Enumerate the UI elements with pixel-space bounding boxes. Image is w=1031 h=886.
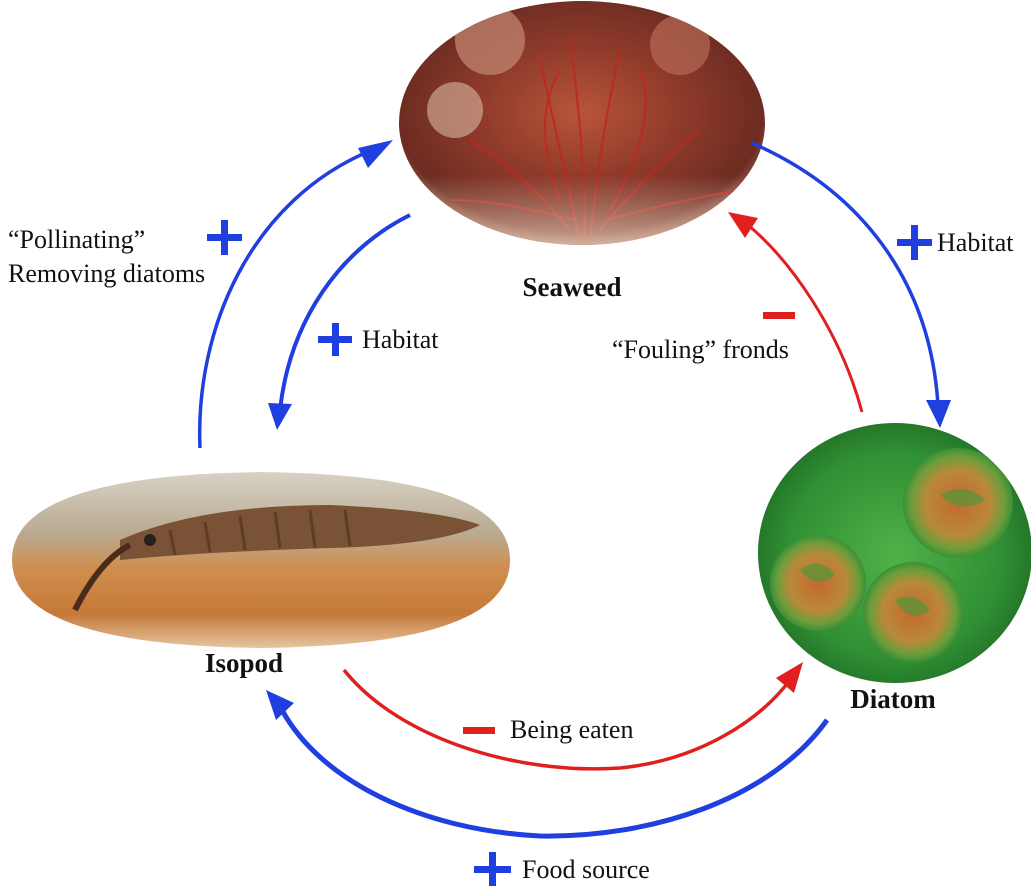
label-habitat-right: Habitat [937, 228, 1014, 257]
plus-sign-food-source [474, 852, 511, 886]
node-label-seaweed: Seaweed [523, 272, 622, 302]
plus-sign-pollinating [207, 220, 242, 255]
label-fouling-fronds: “Fouling” fronds [612, 335, 789, 364]
isopod-photo [10, 470, 515, 650]
arrow-isopod-to-seaweed [200, 140, 393, 448]
minus-sign-being-eaten [463, 727, 495, 734]
arrow-diatom-to-isopod [266, 690, 827, 836]
seaweed-photo [390, 0, 770, 250]
label-being-eaten: Being eaten [510, 715, 633, 744]
arrow-seaweed-to-isopod [268, 215, 410, 430]
node-label-isopod: Isopod [205, 648, 283, 678]
label-pollinating: “Pollinating” [8, 225, 145, 254]
plus-sign-habitat-left [318, 323, 352, 356]
diatom-photo [755, 420, 1031, 690]
node-label-diatom: Diatom [850, 684, 936, 714]
arrow-seaweed-to-diatom [752, 143, 951, 428]
label-food-source: Food source [522, 855, 650, 884]
minus-sign-fouling [763, 312, 795, 319]
plus-sign-habitat-right [897, 225, 932, 260]
label-removing-diatoms: Removing diatoms [8, 259, 205, 288]
label-habitat-left: Habitat [362, 325, 439, 354]
